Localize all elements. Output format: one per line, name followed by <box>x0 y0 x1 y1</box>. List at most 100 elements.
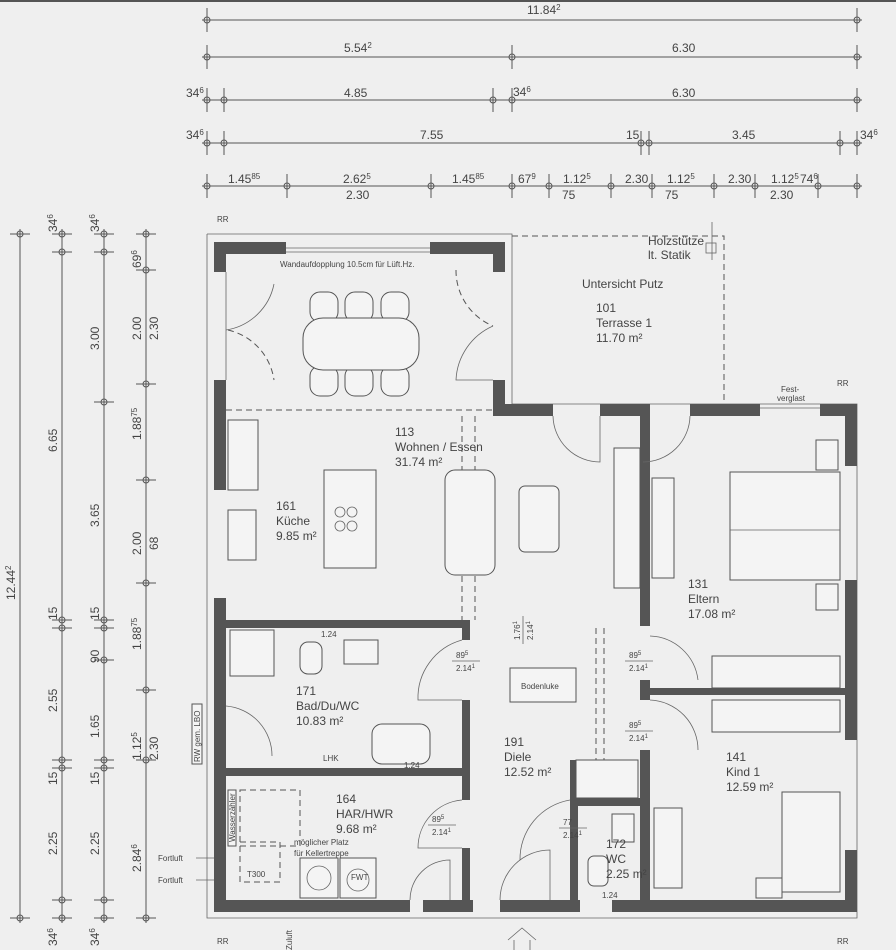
dimension-node <box>58 914 66 922</box>
dimension-label: 1.4585 <box>228 172 261 187</box>
dimension-node <box>203 53 211 61</box>
dining-table <box>302 317 420 371</box>
room-area: 11.70 m² <box>596 331 642 345</box>
door-height: 2.141 <box>456 664 476 673</box>
door-height: 2.141 <box>526 620 535 640</box>
wardrobe <box>711 699 841 733</box>
lhk-label: LHK <box>323 754 339 763</box>
dimension-superscript: 6 <box>130 844 139 849</box>
dimension-superscript: 2 <box>4 565 13 570</box>
dimension-label: 1.125 <box>667 172 695 187</box>
dimension-label: 3.65 <box>88 503 102 527</box>
dimension-label: 15 <box>626 128 640 142</box>
dimension-value: 2.00 <box>130 316 144 340</box>
dimension-label: 7.55 <box>420 128 444 142</box>
dimension-value: 1.12 <box>667 172 691 186</box>
tv-board <box>613 447 641 589</box>
dimension-label: 12.442 <box>4 565 19 600</box>
room-area: 9.68 m² <box>336 822 377 836</box>
dimension-node <box>203 182 211 190</box>
door-dimension: 772.141 <box>559 818 587 840</box>
dimension-node <box>710 182 718 190</box>
dimension-label: 1.65 <box>88 714 102 738</box>
dimension-value: 34 <box>186 128 200 142</box>
room-area: 31.74 m² <box>395 455 442 469</box>
dimension-value: 2.30 <box>625 172 649 186</box>
dimension-node <box>58 230 66 238</box>
dimension-value: 1.45 <box>228 172 252 186</box>
dimension-value: 2.25 <box>88 831 102 855</box>
dimension-node <box>142 266 150 274</box>
wc-width: 1.24 <box>602 891 618 900</box>
room-area: 12.59 m² <box>726 780 773 794</box>
dimension-node <box>142 476 150 484</box>
dimension-node <box>142 380 150 388</box>
dimension-node <box>100 896 108 904</box>
dimension-node <box>58 624 66 632</box>
cabinet <box>575 759 639 799</box>
dimension-value: 4.85 <box>344 86 368 100</box>
dimension-value: 1.65 <box>88 714 102 738</box>
door-width: 77 <box>563 818 572 827</box>
dimension-value: 34 <box>88 218 102 232</box>
dimension-label: 15 <box>46 771 60 785</box>
dimension-node <box>545 182 553 190</box>
dimension-node <box>100 230 108 238</box>
dimension-superscript: 6 <box>199 86 204 95</box>
column-note-2: lt. Statik <box>648 248 692 262</box>
dimension-value: 1.12 <box>563 172 587 186</box>
dimension-node <box>427 182 435 190</box>
dimension-superscript: 5 <box>794 172 799 181</box>
room-area: 2.25 m² <box>606 867 647 881</box>
dimension-node <box>142 579 150 587</box>
room-number: 113 <box>395 425 414 439</box>
dimension-label: 346 <box>186 86 204 101</box>
hatch-label: Bodenluke <box>521 682 559 691</box>
room-name: HAR/HWR <box>336 807 394 821</box>
dimension-node <box>751 182 759 190</box>
dimension-value: 5.54 <box>344 41 368 55</box>
room-number: 164 <box>336 792 356 806</box>
dimension-value: 15 <box>88 606 102 620</box>
rr-label: RR <box>837 937 849 946</box>
dimension-node <box>853 53 861 61</box>
room-number: 191 <box>504 735 524 749</box>
dimension-label: 3.00 <box>88 326 102 350</box>
door-labels: 8952.1418952.1418952.1418952.141772.1411… <box>428 616 653 840</box>
room-name: Diele <box>504 750 532 764</box>
room-name: WC <box>606 852 626 866</box>
room-number: 131 <box>688 577 708 591</box>
dimension-superscript: 2 <box>556 3 561 12</box>
dimension-label: 2.30 <box>625 172 649 186</box>
dimension-superscript: 2 <box>367 41 372 50</box>
dimension-value: 2.30 <box>728 172 752 186</box>
dimension-label: 696 <box>130 250 145 268</box>
wc-toilet <box>587 855 609 887</box>
dimension-node <box>100 248 108 256</box>
dimension-label: 15 <box>46 606 60 620</box>
dimension-value: 68 <box>147 536 161 550</box>
dimension-node <box>489 96 497 104</box>
door-width: 895 <box>629 651 642 660</box>
dimension-value: 34 <box>46 218 60 232</box>
dimension-value: 90 <box>88 649 102 663</box>
dimension-node <box>100 914 108 922</box>
door-width: 895 <box>432 815 445 824</box>
dimension-superscript: 5 <box>366 172 371 181</box>
dimension-superscript: 6 <box>873 128 878 137</box>
exhaust-label-2: Fortluft <box>158 876 184 885</box>
dimension-value: 74 <box>800 172 814 186</box>
dimension-value: 12.44 <box>4 570 18 600</box>
dimension-superscript: 5 <box>130 732 139 737</box>
washbasin <box>343 639 379 665</box>
rr-label: RR <box>217 215 229 224</box>
stairs-note: möglicher Platz <box>294 838 349 847</box>
dimension-value: 2.00 <box>130 531 144 555</box>
